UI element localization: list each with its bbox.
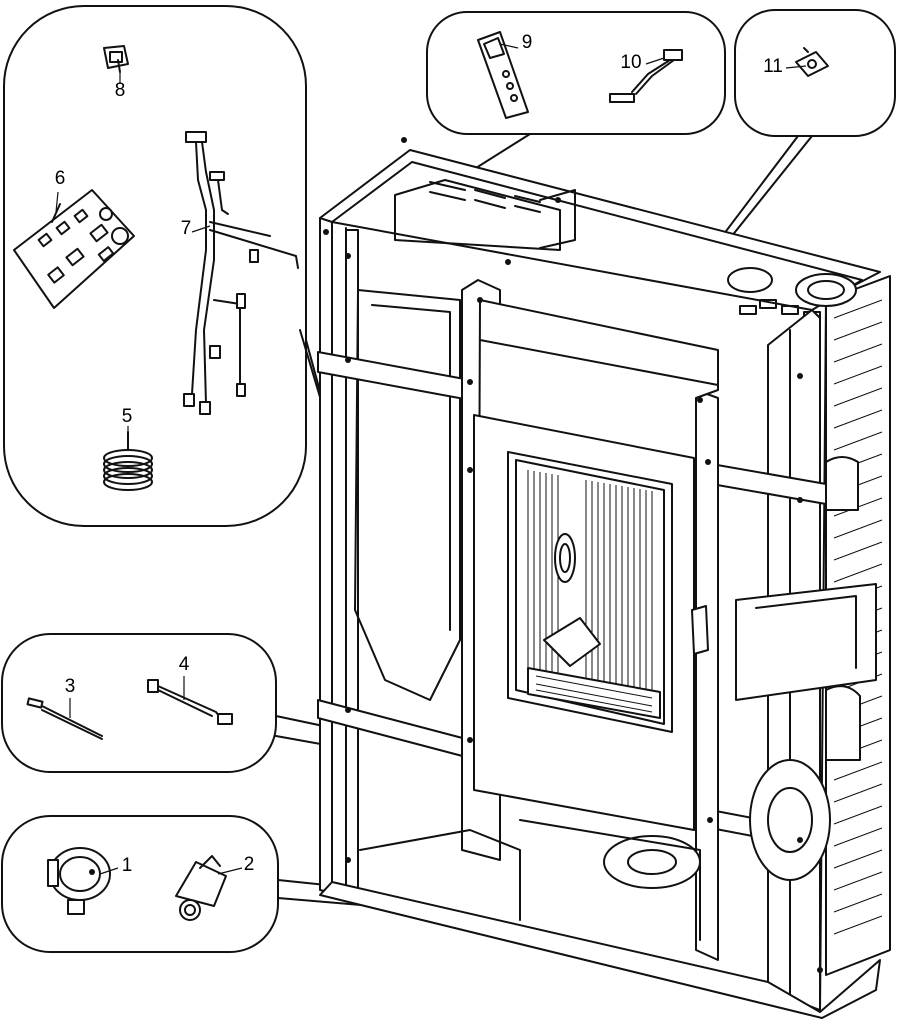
callout-label-10: 10	[620, 52, 642, 73]
stove-assembly	[317, 137, 891, 1019]
part-4-sensor-probe	[147, 679, 233, 725]
part-5-coiled-tube	[103, 431, 153, 491]
part-1-pressure-switch	[47, 847, 111, 915]
group-balloon-left-top	[3, 5, 307, 527]
callout-label-4: 4	[178, 654, 190, 675]
callout-leaders	[55, 43, 807, 875]
group-balloon-top-middle	[426, 11, 726, 135]
part-11-bracket	[795, 47, 829, 77]
group-balloon-middle-left	[1, 633, 277, 773]
part-2-safety-thermostat	[175, 855, 227, 921]
part-9-control-panel	[477, 31, 529, 119]
group-balloon-bottom-left	[1, 815, 279, 953]
callout-label-7: 7	[180, 218, 192, 239]
part-10-cable	[609, 49, 683, 103]
callout-label-11: 11	[763, 56, 783, 77]
callout-label-2: 2	[243, 854, 255, 875]
callout-label-8: 8	[114, 80, 126, 101]
part-6-control-board	[13, 189, 135, 309]
part-3-temperature-probe	[26, 697, 103, 740]
callout-label-3: 3	[64, 676, 76, 697]
callout-label-6: 6	[54, 168, 66, 189]
part-7-wiring-harness	[183, 131, 299, 415]
callout-label-5: 5	[121, 406, 133, 427]
callout-label-1: 1	[121, 855, 133, 876]
callout-label-9: 9	[521, 32, 533, 53]
part-8-connector-block	[103, 45, 129, 73]
